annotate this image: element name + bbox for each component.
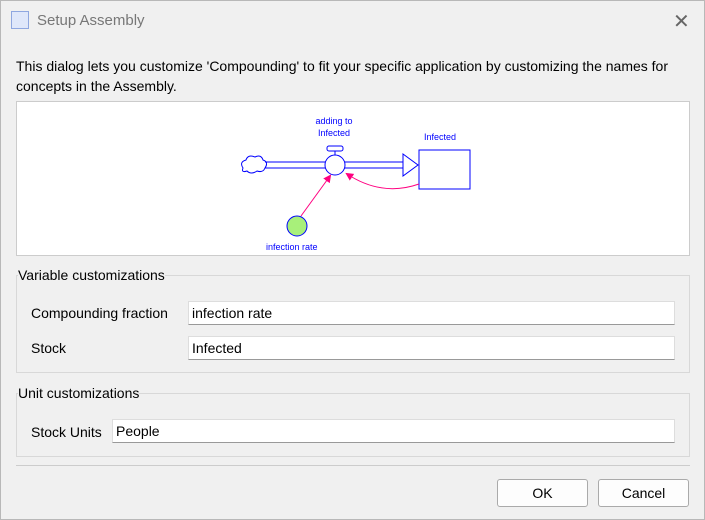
aux-infection-rate[interactable] <box>286 215 308 237</box>
field-label: Compounding fraction <box>31 305 168 321</box>
assembly-diagram: adding to Infected Infected infection ra… <box>16 101 690 256</box>
assembly-icon <box>11 11 29 29</box>
stock-units-input[interactable] <box>112 419 675 443</box>
compounding-fraction-input[interactable] <box>188 301 675 325</box>
cancel-button[interactable]: Cancel <box>598 479 689 507</box>
variable-customizations-group <box>16 275 690 373</box>
flow-label: Infected <box>317 128 351 138</box>
aux-label: infection rate <box>266 242 318 252</box>
link-arrow <box>345 172 420 190</box>
cloud-icon <box>241 155 268 174</box>
flow-label: adding to <box>315 116 353 126</box>
stock-input[interactable] <box>188 336 675 360</box>
divider <box>16 465 690 466</box>
group-label: Variable customizations <box>18 267 165 283</box>
field-label: Stock <box>31 340 67 356</box>
link-arrow <box>300 174 332 217</box>
valve-icon <box>324 145 346 176</box>
window-title: Setup Assembly <box>37 12 145 29</box>
field-label: Stock Units <box>31 424 102 440</box>
ok-button[interactable]: OK <box>497 479 588 507</box>
stock-label: Infected <box>424 132 457 142</box>
unit-customizations-group <box>16 393 690 457</box>
group-label: Unit customizations <box>18 385 140 401</box>
stock-box[interactable] <box>418 149 471 190</box>
description: This dialog lets you customize 'Compound… <box>16 58 668 94</box>
close-icon[interactable]: ✕ <box>673 11 690 33</box>
